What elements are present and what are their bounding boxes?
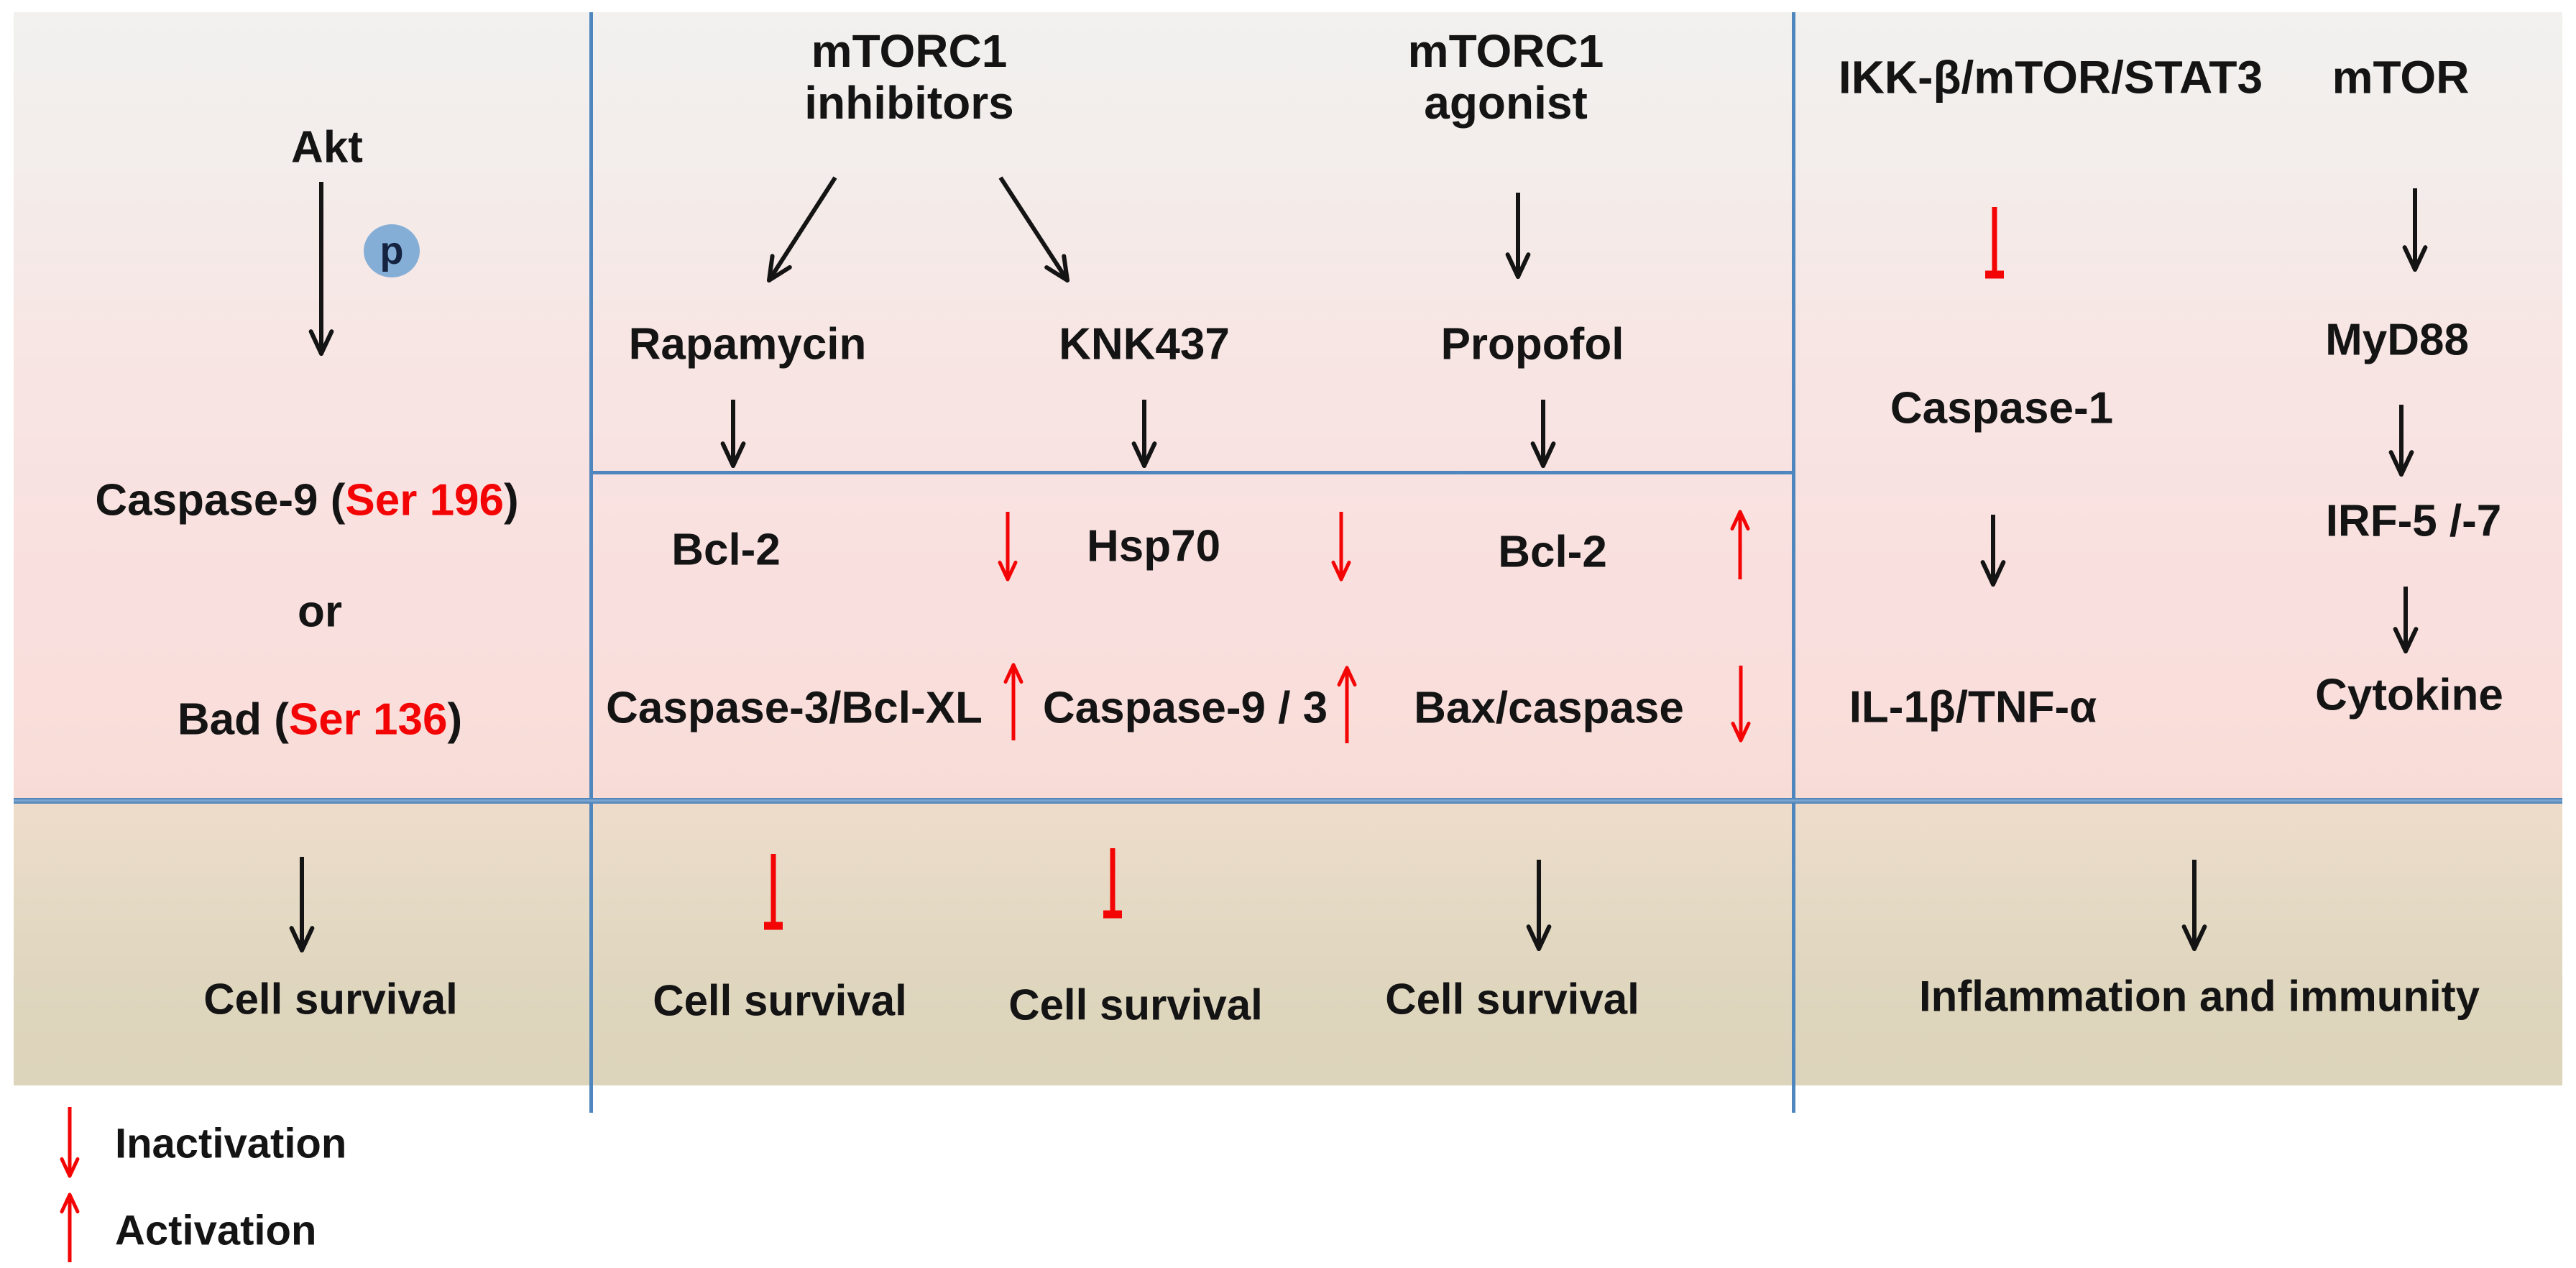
node-inflammation-immunity: Inflammation and immunity xyxy=(1918,972,2480,1021)
node-mtor: mTOR xyxy=(2332,51,2470,104)
legend-activation-arrow xyxy=(60,1193,80,1262)
node-akt: Akt xyxy=(291,122,363,173)
node-or: or xyxy=(298,587,342,637)
caspase9-ser196-red-part: Ser 196 xyxy=(345,475,505,525)
node-caspase9-ser196: Caspase-9 (Ser 196) xyxy=(95,477,518,523)
outcome-band-divider xyxy=(14,798,2562,804)
bad-ser136-red-part: Ser 136 xyxy=(288,694,448,745)
bad-black-part: Bad ( xyxy=(177,694,289,745)
mtorc1-agonist-line2: agonist xyxy=(1424,76,1588,129)
node-knk437: KNK437 xyxy=(1059,319,1230,369)
phosphorylation-p-label: p xyxy=(380,229,404,272)
node-hsp70: Hsp70 xyxy=(1086,521,1221,571)
node-ikk-mtor-stat3: IKK-β/mTOR/STAT3 xyxy=(1838,51,2263,104)
mtorc1-inhibitors-line1: mTORC1 xyxy=(811,25,1008,77)
node-myd88: MyD88 xyxy=(2325,315,2469,365)
node-caspase1: Caspase-1 xyxy=(1890,383,2114,433)
middle-section-divider xyxy=(589,471,1795,474)
column-divider-1 xyxy=(589,12,593,1113)
legend-inactivation-label: Inactivation xyxy=(115,1120,347,1167)
mtorc1-inhibitors-line2: inhibitors xyxy=(804,76,1014,129)
mtorc1-agonist-line1: mTORC1 xyxy=(1407,25,1604,77)
node-il1b-tnfa: IL-1β/TNF-α xyxy=(1849,682,2097,732)
caspase9-close-paren: ) xyxy=(504,475,519,525)
node-caspase9-3: Caspase-9 / 3 xyxy=(1042,683,1328,733)
node-cell-survival-col1: Cell survival xyxy=(203,975,458,1024)
legend-inactivation-arrow xyxy=(60,1107,80,1178)
node-caspase3-bclxl: Caspase-3/Bcl-XL xyxy=(606,683,983,733)
node-bcl2-first: Bcl-2 xyxy=(671,525,781,575)
title-mtorc1-inhibitors: mTORC1 inhibitors xyxy=(804,25,1014,129)
node-bcl2-second: Bcl-2 xyxy=(1498,527,1607,577)
node-cell-survival-rapamycin: Cell survival xyxy=(653,976,907,1025)
node-irf5-7: IRF-5 /-7 xyxy=(2325,496,2502,546)
node-cytokine: Cytokine xyxy=(2315,670,2503,720)
caspase9-black-part: Caspase-9 ( xyxy=(95,475,346,525)
node-cell-survival-knk437: Cell survival xyxy=(1008,980,1263,1029)
node-rapamycin: Rapamycin xyxy=(628,319,867,369)
legend-activation-label: Activation xyxy=(115,1207,317,1254)
node-propofol: Propofol xyxy=(1440,319,1624,369)
node-cell-survival-propofol: Cell survival xyxy=(1385,975,1639,1024)
title-mtorc1-agonist: mTORC1 agonist xyxy=(1407,25,1604,129)
node-bax-caspase: Bax/caspase xyxy=(1414,683,1684,733)
phosphorylation-badge: p xyxy=(364,224,420,277)
diagram-background xyxy=(14,12,2562,1085)
bad-close-paren: ) xyxy=(447,694,463,745)
column-divider-2 xyxy=(1792,12,1795,1113)
node-bad-ser136: Bad (Ser 136) xyxy=(178,696,462,743)
